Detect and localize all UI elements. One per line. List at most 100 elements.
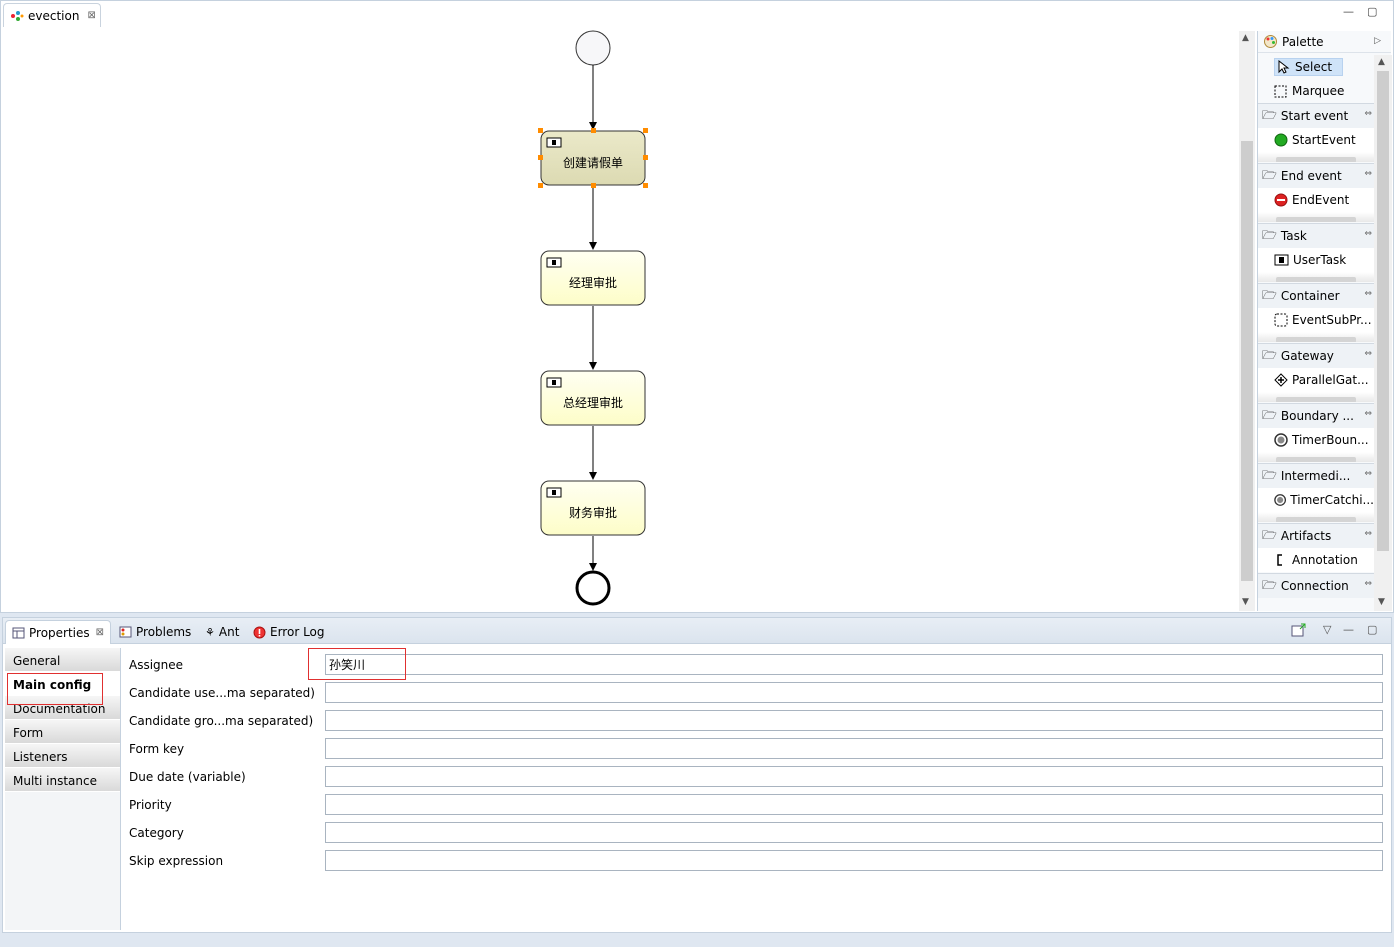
entry-label: TimerBoun... (1292, 433, 1369, 447)
pin-icon[interactable]: ⇔ (1364, 169, 1372, 179)
entry-label: ParallelGat... (1292, 373, 1369, 387)
pin-icon[interactable]: ⇔ (1364, 229, 1372, 239)
scroll-up-icon[interactable]: ▲ (1378, 57, 1385, 67)
palette-entry[interactable]: StartEvent (1258, 128, 1374, 152)
palette-drawer-end-event[interactable]: 🗁End event⇔ EndEvent (1258, 163, 1374, 223)
scrollbar-thumb[interactable] (1241, 141, 1253, 581)
new-window-icon[interactable] (1291, 623, 1307, 640)
expand-palette-icon[interactable]: ▷ (1374, 36, 1381, 46)
palette-entry-partial (1258, 392, 1374, 402)
problems-icon (119, 626, 132, 638)
user-task-icon (546, 487, 562, 498)
entry-label: EventSubPr... (1292, 313, 1372, 327)
error-log-icon (253, 626, 266, 638)
folder-icon: 🗁 (1262, 167, 1277, 182)
palette-drawer-container[interactable]: 🗁Container⇔ EventSubPr... (1258, 283, 1374, 343)
scroll-down-icon[interactable]: ▼ (1378, 597, 1385, 607)
view-menu-icon[interactable]: ▽ (1323, 623, 1332, 636)
maximize-icon[interactable]: ▢ (1367, 623, 1378, 636)
section-tab-documentation[interactable]: Documentation (5, 696, 120, 720)
assignee-input[interactable] (325, 654, 1383, 675)
palette-drawer-boundary[interactable]: 🗁Boundary ...⇔ TimerBoun... (1258, 403, 1374, 463)
user-task-gm-approve[interactable] (540, 370, 646, 426)
palette-drawer-intermediate[interactable]: 🗁Intermedi...⇔ TimerCatchi... (1258, 463, 1374, 523)
form-row-candidate-users: Candidate use...ma separated) (129, 680, 1385, 704)
editor-tab-evection[interactable]: evection ⊠ (3, 3, 101, 27)
palette-drawer-gateway[interactable]: 🗁Gateway⇔ ParallelGat... (1258, 343, 1374, 403)
palette-drawer-start-event[interactable]: 🗁Start event⇔ StartEvent (1258, 103, 1374, 163)
timer-icon (1274, 494, 1287, 506)
subprocess-icon (1274, 313, 1288, 327)
task-label: 总经理审批 (562, 396, 623, 410)
priority-label: Priority (129, 798, 172, 812)
due-date-input[interactable] (325, 766, 1383, 787)
user-task-finance-approve[interactable] (540, 480, 646, 536)
diagram-canvas[interactable]: 创建请假单 经理审批 总经理审批 财务审批 (1, 29, 1237, 613)
scroll-down-icon[interactable]: ▼ (1242, 597, 1249, 607)
minimize-icon[interactable]: — (1343, 623, 1354, 636)
tab-ant[interactable]: ⚘ Ant (199, 620, 245, 644)
canvas-vertical-scrollbar[interactable]: ▲ ▼ (1239, 31, 1255, 611)
palette-entry[interactable]: ParallelGat... (1258, 368, 1374, 392)
minimize-icon[interactable]: — (1343, 5, 1354, 18)
palette-entry[interactable]: Annotation (1258, 548, 1374, 572)
pin-icon[interactable]: ⇔ (1364, 409, 1372, 419)
palette-scrollbar[interactable]: ▲ ▼ (1374, 55, 1392, 611)
palette-header: Palette ▷ (1258, 31, 1391, 53)
pin-icon[interactable]: ⇔ (1364, 529, 1372, 539)
drawer-label: Task (1280, 229, 1307, 243)
pin-icon[interactable]: ⇔ (1364, 109, 1372, 119)
close-icon[interactable]: ⊠ (87, 10, 96, 21)
user-task-manager-approve[interactable] (540, 250, 646, 306)
form-row-candidate-groups: Candidate gro...ma separated) (129, 708, 1385, 732)
pin-icon[interactable]: ⇔ (1364, 349, 1372, 359)
palette-tool-select[interactable]: Select (1258, 55, 1374, 79)
pin-icon[interactable]: ⇔ (1364, 469, 1372, 479)
priority-input[interactable] (325, 794, 1383, 815)
close-icon[interactable]: ⊠ (95, 627, 105, 638)
candidate-groups-label: Candidate gro...ma separated) (129, 714, 314, 728)
maximize-icon[interactable]: ▢ (1367, 5, 1378, 18)
section-tab-listeners[interactable]: Listeners (5, 744, 120, 768)
section-tab-form[interactable]: Form (5, 720, 120, 744)
start-event[interactable] (575, 30, 611, 66)
palette-drawer-artifacts[interactable]: 🗁Artifacts⇔ Annotation (1258, 523, 1374, 573)
tab-error-log[interactable]: Error Log (247, 620, 331, 644)
palette-entry[interactable]: EventSubPr... (1258, 308, 1374, 332)
skip-expression-input[interactable] (325, 850, 1383, 871)
palette-entry[interactable]: EndEvent (1258, 188, 1374, 212)
selection-handles[interactable] (538, 128, 648, 188)
scroll-up-icon[interactable]: ▲ (1242, 33, 1249, 43)
drawer-label: Connection (1280, 579, 1349, 593)
section-tab-multi-instance[interactable]: Multi instance (5, 768, 120, 792)
end-event[interactable] (575, 570, 611, 606)
candidate-groups-input[interactable] (325, 710, 1383, 731)
palette-entry[interactable]: TimerBoun... (1258, 428, 1374, 452)
form-key-input[interactable] (325, 738, 1383, 759)
palette-entry[interactable]: TimerCatchi... (1258, 488, 1374, 512)
entry-label: StartEvent (1292, 133, 1356, 147)
section-tab-general[interactable]: General (5, 648, 120, 672)
palette-tool-marquee[interactable]: Marquee (1258, 79, 1374, 103)
folder-icon: 🗁 (1262, 107, 1277, 122)
section-tab-main-config[interactable]: Main config (5, 672, 120, 696)
pin-icon[interactable]: ⇔ (1364, 289, 1372, 299)
tab-problems[interactable]: Problems (113, 620, 197, 644)
palette-drawer-task[interactable]: 🗁Task⇔ UserTask (1258, 223, 1374, 283)
palette-entry[interactable]: UserTask (1258, 248, 1374, 272)
marquee-icon (1274, 85, 1287, 97)
start-event-icon (1274, 133, 1288, 147)
scrollbar-thumb[interactable] (1377, 71, 1389, 551)
tab-properties[interactable]: Properties ⊠ (5, 620, 112, 644)
category-input[interactable] (325, 822, 1383, 843)
folder-icon: 🗁 (1262, 577, 1277, 592)
candidate-users-input[interactable] (325, 682, 1383, 703)
palette-entry-partial (1258, 452, 1374, 462)
properties-section-tabs: General Main config Documentation Form L… (5, 648, 121, 930)
entry-label: EndEvent (1292, 193, 1350, 207)
palette-tool-label: Select (1295, 60, 1333, 74)
pin-icon[interactable]: ⇔ (1364, 579, 1372, 589)
tab-label: Ant (218, 625, 240, 639)
views-tab-bar: Properties ⊠ Problems ⚘ Ant Error Log ▽ … (3, 618, 1391, 644)
palette-drawer-connection[interactable]: 🗁Connection ⇔ (1258, 573, 1374, 611)
